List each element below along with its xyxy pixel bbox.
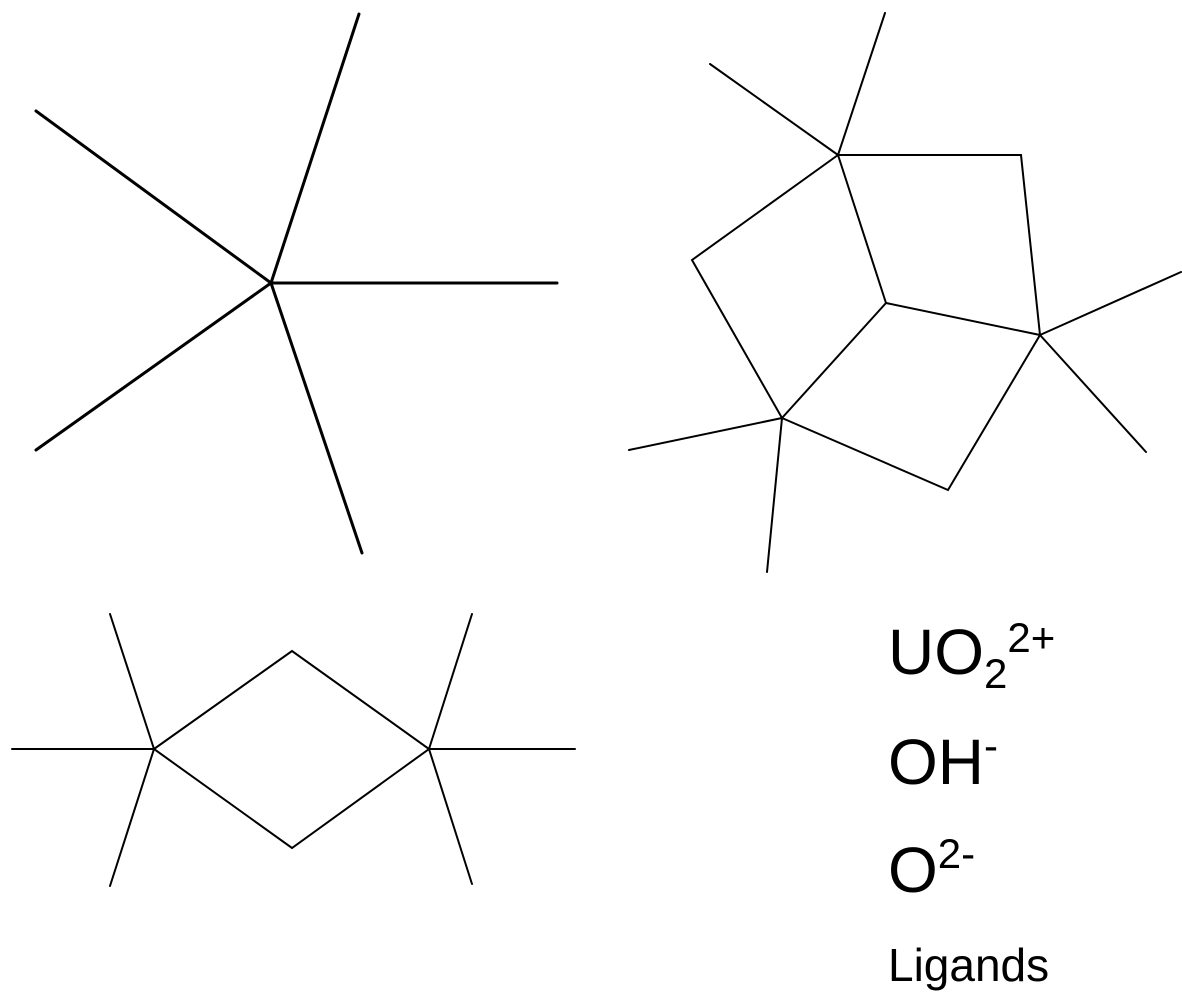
- trimer-inner-edge-right: [885, 302, 1041, 336]
- legend-ligands: Ligands: [888, 939, 1050, 991]
- legend-hydroxide: OH-: [888, 725, 998, 795]
- legend-hydroxide-superscript: -: [984, 722, 998, 769]
- uranyl-bond-up: [269, 12, 361, 285]
- uranyl-bond-down: [269, 281, 364, 555]
- dimer-left-bond-down: [109, 748, 155, 887]
- dimer-rhombus: [152, 649, 431, 850]
- legend-oxide: O2-: [888, 833, 975, 903]
- trimer-bond-bottom-down: [766, 417, 783, 573]
- legend-hydroxide-base: OH: [888, 726, 984, 798]
- trimer-inner-edge-bottom: [781, 302, 887, 419]
- uranyl-node-diagram: [34, 12, 559, 555]
- trimer-bond-top-up: [837, 12, 886, 156]
- trimer-outer-ring: [690, 154, 1042, 492]
- uranyl-bond-lower-left: [34, 281, 273, 452]
- trimer-bond-right-up: [1039, 271, 1182, 336]
- legend-uranyl-base: UO: [888, 616, 984, 688]
- trimer-diagram: [628, 12, 1182, 573]
- dimer-right-bond-down: [428, 748, 473, 885]
- legend-oxide-base: O: [888, 834, 938, 906]
- trimer-bond-right-down: [1039, 334, 1147, 453]
- legend-uranyl: UO22+: [888, 617, 1055, 695]
- trimer-inner-edge-top: [837, 154, 887, 304]
- legend-oxide-superscript: 2-: [937, 830, 976, 877]
- dimer-left-bond-up: [109, 613, 155, 750]
- trimer-bond-top-left: [709, 63, 839, 156]
- dimer-right-bond-up: [428, 613, 473, 750]
- legend-uranyl-superscript: 2+: [1007, 614, 1056, 661]
- legend-uranyl-subscript: 2: [984, 650, 1008, 697]
- trimer-bond-bottom-left: [628, 417, 783, 451]
- uranyl-bond-upper-left: [34, 109, 273, 285]
- dimer-diagram: [11, 613, 576, 887]
